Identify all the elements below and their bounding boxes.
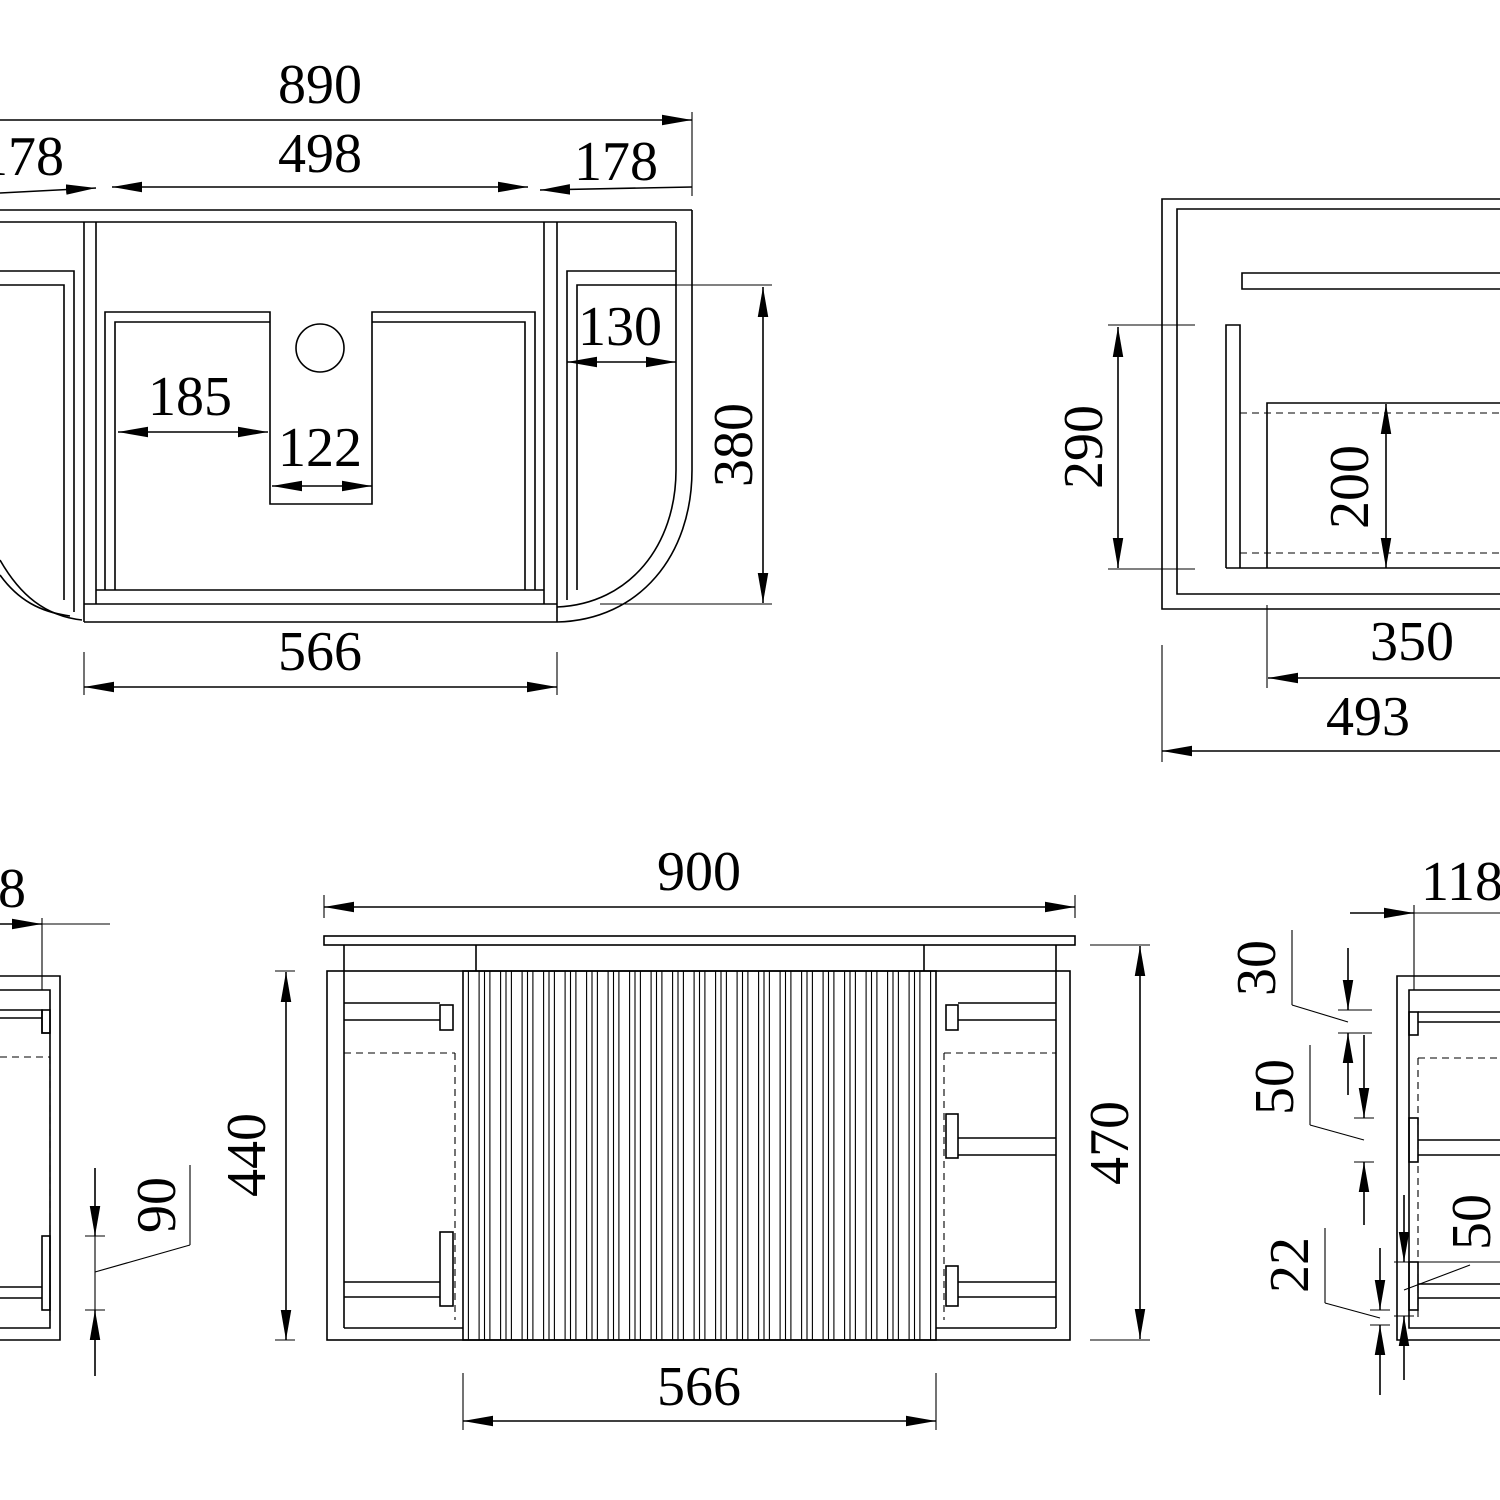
dim-front-door-width: 566 xyxy=(657,1356,741,1418)
left-detail-view: 8 90 xyxy=(0,858,191,1376)
dim-right-gap-a: 50 xyxy=(1244,1059,1306,1115)
dim-centre-width: 498 xyxy=(278,123,362,185)
top-view: 890 178 498 178 130 380 185 122 566 xyxy=(0,54,772,695)
dim-front-overall-height: 470 xyxy=(1079,1101,1141,1185)
dim-overall-width: 890 xyxy=(278,54,362,116)
dim-cutout: 122 xyxy=(278,417,362,479)
dim-base-width: 566 xyxy=(278,621,362,683)
dim-right-offset: 118 xyxy=(1421,851,1500,913)
dim-right-top-gap: 30 xyxy=(1226,940,1288,996)
dim-depth: 380 xyxy=(703,403,765,487)
dim-right-bottom-gap: 22 xyxy=(1259,1237,1321,1293)
dim-side-panel: 130 xyxy=(578,296,662,358)
front-view: 900 440 470 566 xyxy=(216,841,1150,1430)
dim-left-handle: 90 xyxy=(126,1177,188,1233)
dim-line-178-left xyxy=(0,184,97,195)
right-detail-view: 118 30 50 50 22 xyxy=(1226,851,1500,1395)
dim-line-178-right xyxy=(539,184,693,195)
dim-side-right: 178 xyxy=(574,131,658,193)
dim-front-body-height: 440 xyxy=(216,1113,278,1197)
dim-drawer-depth: 350 xyxy=(1370,611,1454,673)
dim-right-gap-b: 50 xyxy=(1441,1194,1500,1250)
dim-left-shelf: 185 xyxy=(148,366,232,428)
dim-front-width: 900 xyxy=(657,841,741,903)
door-flutes xyxy=(467,971,932,1340)
drain-hole-icon xyxy=(295,323,345,373)
dim-left-offset: 8 xyxy=(0,858,26,920)
dim-drawer-height: 200 xyxy=(1319,445,1381,529)
dim-overall-depth: 493 xyxy=(1326,686,1410,748)
dim-side-height: 290 xyxy=(1053,405,1115,489)
dim-side-left: 178 xyxy=(0,126,64,188)
side-view: 290 200 350 493 xyxy=(1053,198,1500,762)
